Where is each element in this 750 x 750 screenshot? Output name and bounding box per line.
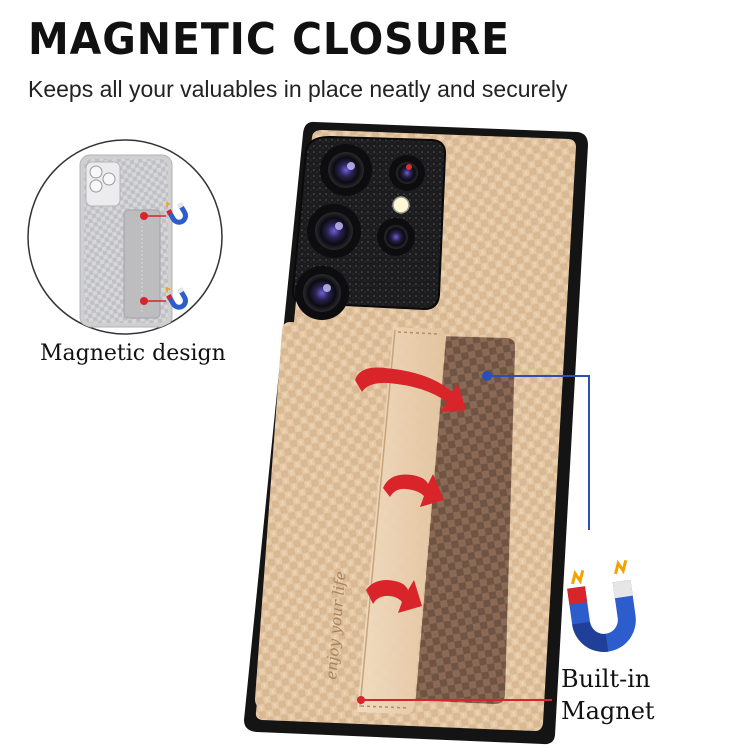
built-in-label-line1: Built-in (561, 665, 651, 693)
built-in-magnet-label: Built-in Magnet (561, 663, 655, 727)
pointer-line (482, 371, 590, 530)
camera-lenses (295, 144, 425, 320)
horseshoe-magnet-icon (567, 559, 636, 652)
magnetic-design-inset (27, 139, 223, 335)
headline-subtitle: Keeps all your valuables in place neatly… (28, 76, 568, 102)
built-in-label-line2: Magnet (561, 697, 655, 725)
curved-arrow-icon (383, 474, 444, 507)
curved-arrow-icon (366, 580, 422, 613)
phone-case: enjoy your life (244, 121, 588, 745)
headline-title: MAGNETIC CLOSURE (28, 14, 511, 65)
card-strip (357, 327, 446, 714)
mini-magnet-icon (166, 286, 188, 310)
magnet-pointer-line (357, 696, 552, 704)
curved-arrows (355, 367, 466, 613)
curved-arrow-icon (355, 367, 466, 412)
magnetic-design-label: Magnetic design (40, 341, 226, 366)
mini-magnet-icon (166, 201, 188, 225)
